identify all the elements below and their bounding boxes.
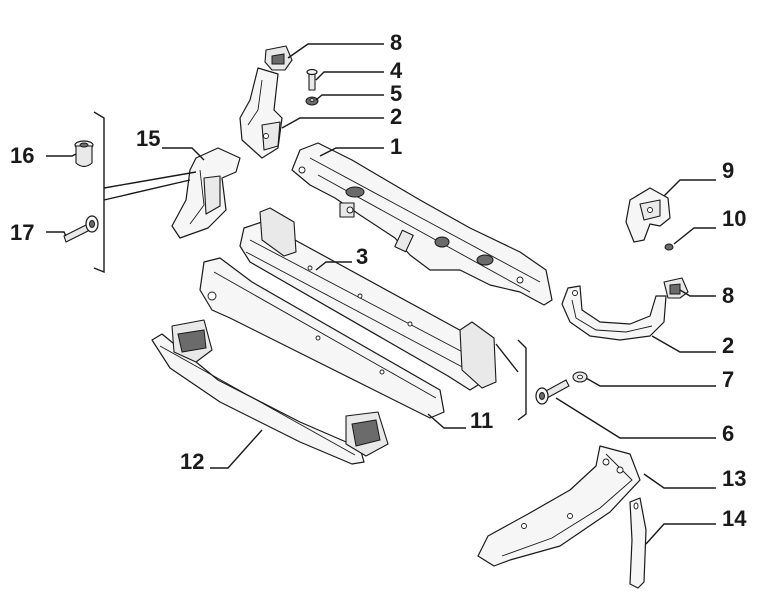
label-2-right: 2 xyxy=(722,333,734,358)
label-17: 17 xyxy=(10,220,34,245)
label-13: 13 xyxy=(722,466,746,491)
label-7: 7 xyxy=(722,367,734,392)
bolt-part-6 xyxy=(535,379,570,405)
screw-part-10 xyxy=(664,243,674,251)
strap-part-14 xyxy=(629,497,647,589)
bracket-part-upper-left xyxy=(239,67,283,159)
reinforcement-beam-part-3 xyxy=(239,207,497,391)
part-labels: 8 4 5 2 1 15 16 17 9 10 3 8 2 7 6 11 12 … xyxy=(10,30,747,531)
label-3: 3 xyxy=(356,244,368,269)
label-8-top: 8 xyxy=(390,30,402,55)
label-8-right: 8 xyxy=(722,283,734,308)
clip-part-top xyxy=(264,45,293,71)
absorber-part-11 xyxy=(199,257,445,419)
label-16: 16 xyxy=(10,143,34,168)
label-4: 4 xyxy=(390,58,403,83)
label-2-top: 2 xyxy=(390,104,402,129)
bushing-part-16 xyxy=(74,140,94,168)
clip-part-right xyxy=(663,277,689,299)
label-12: 12 xyxy=(180,449,204,474)
label-9: 9 xyxy=(722,158,734,183)
label-15: 15 xyxy=(136,126,160,151)
label-11: 11 xyxy=(470,408,493,433)
lower-support-part-12 xyxy=(151,319,389,465)
label-10: 10 xyxy=(722,206,746,231)
washer-part-7 xyxy=(572,371,588,383)
label-5: 5 xyxy=(390,81,402,106)
bolt-part-17 xyxy=(63,215,99,243)
leader-lines xyxy=(46,43,716,545)
nut-part-5 xyxy=(305,96,319,106)
bracket-part-9 xyxy=(625,187,671,243)
label-1: 1 xyxy=(390,134,402,159)
lower-bracket-part-13 xyxy=(477,445,641,567)
label-14: 14 xyxy=(722,506,747,531)
bracket-part-15 xyxy=(171,147,241,239)
upper-crossmember-part xyxy=(291,142,553,306)
label-6: 6 xyxy=(722,421,734,446)
bracket-part-right xyxy=(561,285,667,341)
bolt-part-4 xyxy=(306,68,318,91)
